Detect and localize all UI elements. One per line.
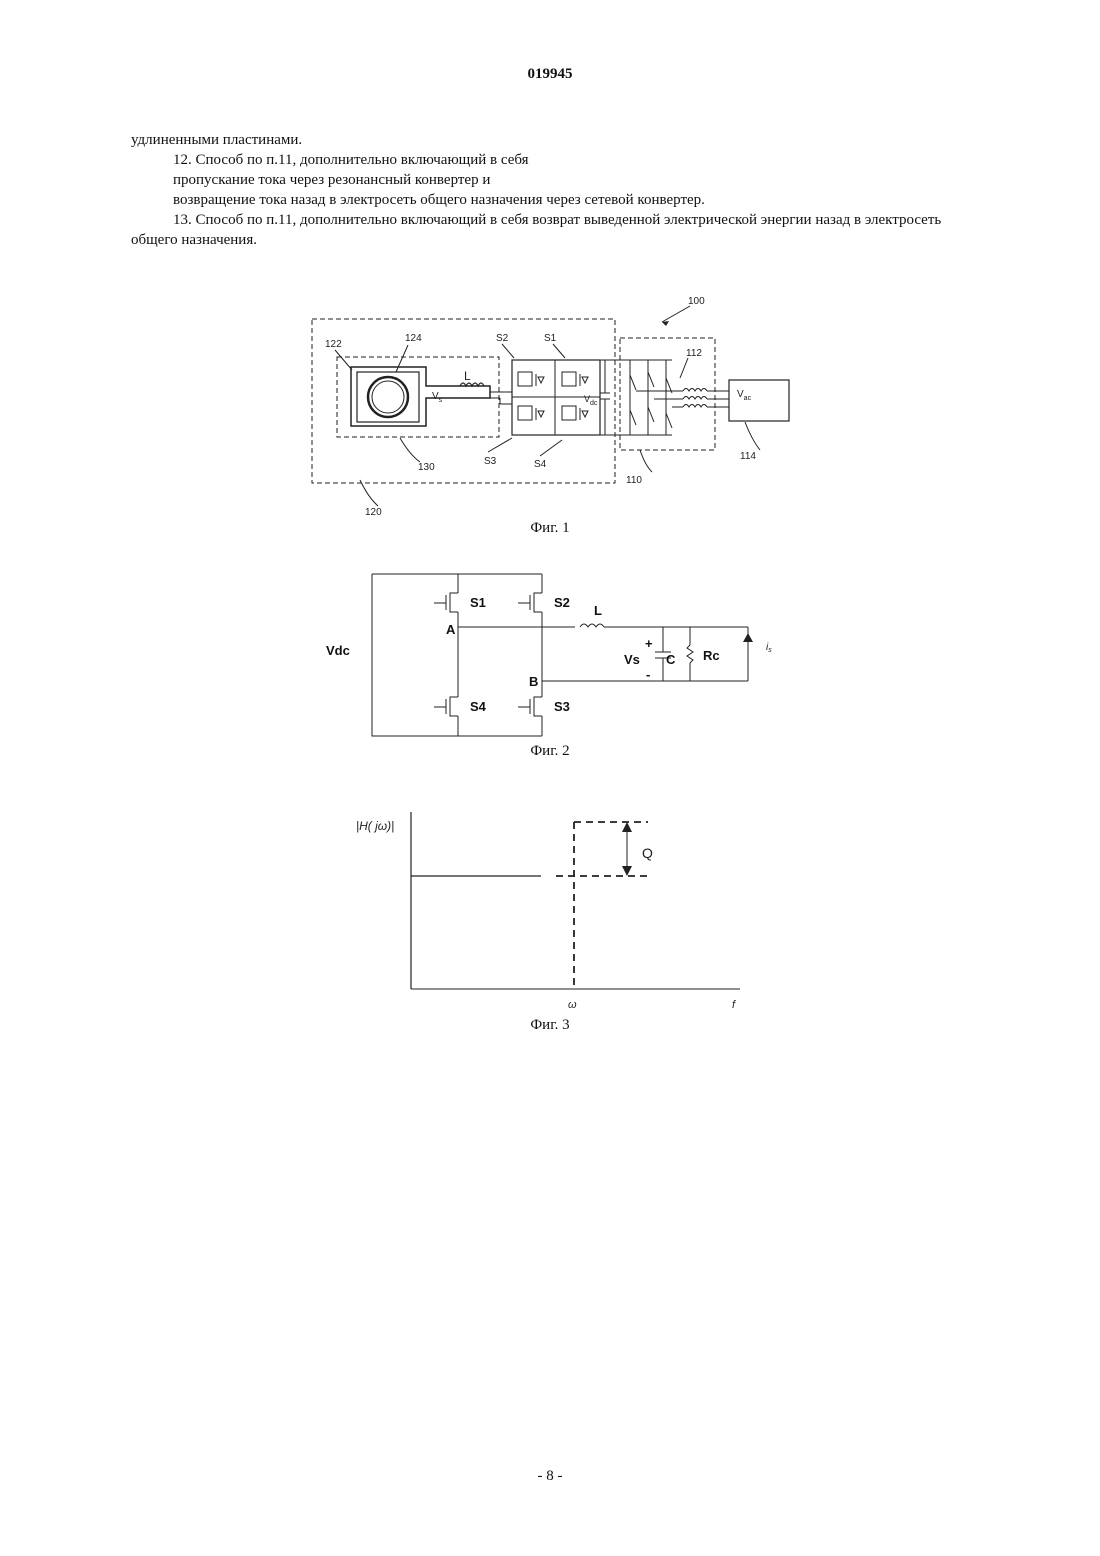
label-q: Q [642, 845, 653, 861]
figure-3-graph: |H( jω)| Q ω f [0, 0, 1100, 1020]
figure-3-caption: Фиг. 3 [0, 1017, 1100, 1034]
y-axis-label: |H( jω)| [356, 819, 394, 833]
page-number: - 8 - [0, 1468, 1100, 1485]
label-omega: ω [568, 999, 577, 1011]
label-f: f [732, 999, 736, 1011]
